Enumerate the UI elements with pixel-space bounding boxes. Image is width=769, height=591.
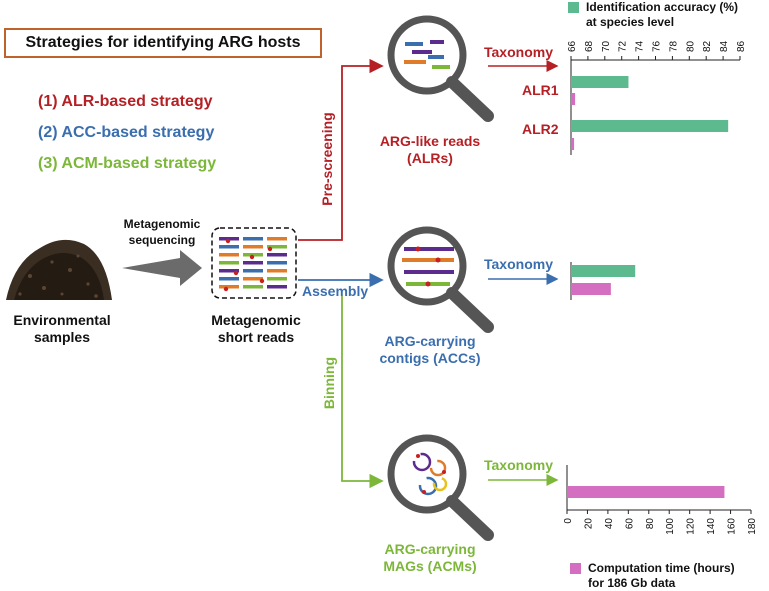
binning-label: Binning xyxy=(321,356,337,410)
magnifier-acc-icon xyxy=(387,226,494,333)
legend-time-label: Computation time (hours) for 186 Gb data xyxy=(588,561,735,590)
assembly-label: Assembly xyxy=(302,283,369,299)
strategy-acc: (2) ACC-based strategy xyxy=(38,124,215,141)
read-segment xyxy=(267,285,287,289)
read-segment xyxy=(267,277,287,281)
read-segment xyxy=(243,277,263,281)
read-segment xyxy=(267,269,287,273)
title-box: Strategies for identifying ARG hosts xyxy=(4,28,322,58)
time-tick-label: 80 xyxy=(645,518,656,530)
time-bar xyxy=(567,486,725,498)
taxonomy-label-acc: Taxonomy xyxy=(484,256,553,272)
environment-label: Environmental samples xyxy=(13,312,111,345)
accuracy-bar xyxy=(571,265,636,277)
strategy-acm: (3) ACM-based strategy xyxy=(38,155,217,172)
magnifier-alr-icon xyxy=(387,15,494,122)
accuracy-tick-label: 84 xyxy=(719,40,730,52)
read-segment xyxy=(219,245,239,249)
arg-marker xyxy=(249,254,255,260)
accuracy-tick-label: 78 xyxy=(668,40,679,52)
legend-accuracy-label: Identification accuracy (%) at species l… xyxy=(586,0,739,29)
time-tick-label: 40 xyxy=(604,518,615,530)
read-segment xyxy=(243,269,263,273)
alr-node-label: ARG-like reads (ALRs) xyxy=(379,133,481,166)
accuracy-time-chart: 66 68 70 72 74 76 78 80 82 84 86 0 20 40 60 80 100 120 140… xyxy=(563,2,758,574)
sequencing-arrow xyxy=(122,250,202,286)
time-tick-label: 100 xyxy=(665,518,676,535)
arg-marker xyxy=(223,286,229,292)
short-reads-box xyxy=(211,227,297,299)
accuracy-tick-label: 82 xyxy=(702,40,713,52)
time-tick-label: 140 xyxy=(706,518,717,535)
prescreening-label: Pre-screening xyxy=(319,112,335,206)
acm-node-label: ARG-carrying MAGs (ACMs) xyxy=(383,541,477,574)
read-segment xyxy=(243,237,263,241)
read-segment xyxy=(267,245,287,249)
page-title: Strategies for identifying ARG hosts xyxy=(25,34,301,51)
accuracy-tick-label: 68 xyxy=(584,40,595,52)
prescreening-arrow xyxy=(298,58,384,241)
arg-marker xyxy=(233,270,239,276)
group-label-alr2: ALR2 xyxy=(522,121,559,137)
accuracy-tick-label: 72 xyxy=(618,40,629,52)
accuracy-tick-label: 66 xyxy=(567,40,578,52)
accuracy-tick-label: 70 xyxy=(601,40,612,52)
legend-time-swatch xyxy=(570,563,581,574)
read-segment xyxy=(267,261,287,265)
time-tick-label: 160 xyxy=(727,518,738,535)
read-segment xyxy=(219,237,239,241)
accuracy-tick-label: 76 xyxy=(652,40,663,52)
strategy-alr: (1) ALR-based strategy xyxy=(38,93,213,110)
time-tick-label: 60 xyxy=(624,518,635,530)
time-tick-label: 120 xyxy=(686,518,697,535)
read-segment xyxy=(219,285,239,289)
time-tick-label: 0 xyxy=(563,518,574,524)
taxonomy-label-alr: Taxonomy xyxy=(484,44,553,60)
taxonomy-label-acm: Taxonomy xyxy=(484,457,553,473)
time-bar xyxy=(571,138,575,150)
accuracy-tick-label: 80 xyxy=(685,40,696,52)
sequencing-label: Metagenomic sequencing xyxy=(123,217,201,247)
time-tick-label: 180 xyxy=(747,518,758,535)
magnifier-acm-icon xyxy=(387,434,494,541)
binning-arrow xyxy=(341,296,384,489)
read-segment xyxy=(219,269,239,273)
read-segment xyxy=(219,277,239,281)
accuracy-bar xyxy=(571,76,629,88)
accuracy-tick-label: 86 xyxy=(736,40,747,52)
read-segment xyxy=(267,237,287,241)
arg-marker xyxy=(267,246,273,252)
legend-accuracy-swatch xyxy=(568,2,579,13)
read-segment xyxy=(243,253,263,257)
arg-marker xyxy=(225,238,231,244)
acc-node-label: ARG-carrying contigs (ACCs) xyxy=(379,333,481,366)
group-label-alr1: ALR1 xyxy=(522,82,559,98)
accuracy-tick-label: 74 xyxy=(635,40,646,52)
time-bar xyxy=(571,93,576,105)
read-segment xyxy=(243,285,263,289)
time-bar xyxy=(571,283,611,295)
read-segment xyxy=(243,245,263,249)
arg-marker xyxy=(259,278,265,284)
read-segment xyxy=(267,253,287,257)
short-reads-icon xyxy=(219,237,287,292)
short-reads-label: Metagenomic short reads xyxy=(211,312,301,345)
accuracy-bar xyxy=(571,120,729,132)
time-tick-label: 20 xyxy=(583,518,594,530)
read-segment xyxy=(219,253,239,257)
read-segment xyxy=(243,261,263,265)
read-segment xyxy=(219,261,239,265)
soil-sample-icon xyxy=(6,239,112,300)
